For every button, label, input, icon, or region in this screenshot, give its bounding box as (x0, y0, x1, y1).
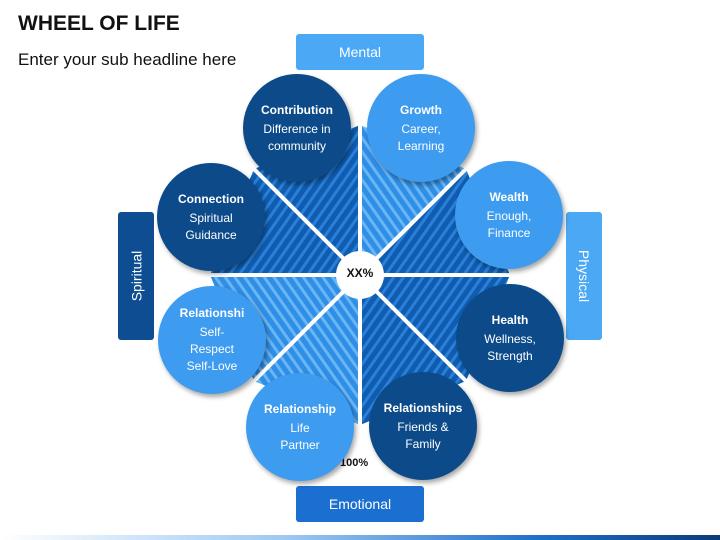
area-subtitle: Career, Learning (397, 121, 445, 153)
area-subtitle: Wellness, Strength (484, 331, 536, 363)
area-circle-relationships: Relationships Friends & Family (369, 372, 477, 480)
outer-percentage: 100% (340, 457, 369, 469)
area-circle-connection: Connection Spiritual Guidance (157, 163, 265, 271)
area-title: Contribution (261, 102, 333, 117)
page-subtitle: Enter your sub headline here (18, 50, 237, 69)
area-circle-growth: Growth Career, Learning (367, 74, 475, 182)
tab-emotional-label: Emotional (328, 496, 392, 512)
bottom-accent-bar (0, 535, 720, 540)
area-subtitle: Difference in community (263, 121, 331, 153)
area-title: Relationshi (179, 306, 245, 320)
area-title: Relationship (263, 401, 336, 416)
wheel-center-circle (336, 251, 384, 299)
area-subtitle: Life Partner (280, 420, 320, 452)
area-title: Growth (400, 102, 442, 117)
area-circle-wealth: Wealth Enough, Finance (455, 161, 563, 269)
tab-emotional: Emotional (296, 486, 424, 522)
area-subtitle: Friends & Family (397, 419, 449, 451)
area-subtitle: Enough, Finance (486, 208, 532, 240)
area-circle-health: Health Wellness, Strength (456, 284, 564, 392)
area-title: Connection (178, 191, 244, 206)
area-circle-self: Relationshi Self- Respect Self-Love (158, 286, 266, 394)
area-title: Wealth (489, 189, 529, 204)
area-subtitle: Spiritual Guidance (185, 210, 237, 242)
center-percentage: XX% (346, 266, 374, 280)
tab-physical-label: Physical (576, 249, 593, 303)
tab-spiritual-label: Spiritual (128, 250, 144, 302)
page-title: WHEEL OF LIFE (18, 12, 180, 35)
area-circle-relationship: Relationship Life Partner (246, 373, 354, 481)
wheel-spokes (203, 118, 517, 432)
tab-mental-label: Mental (338, 44, 382, 60)
area-circle-contribution: Contribution Difference in community (243, 74, 351, 182)
area-title: Health (491, 312, 529, 327)
area-title: Relationships (383, 400, 463, 415)
tab-spiritual: Spiritual (118, 212, 154, 340)
tab-mental: Mental (296, 34, 424, 70)
area-subtitle: Self- Respect Self-Love (186, 325, 238, 373)
tab-physical: Physical (566, 212, 602, 340)
